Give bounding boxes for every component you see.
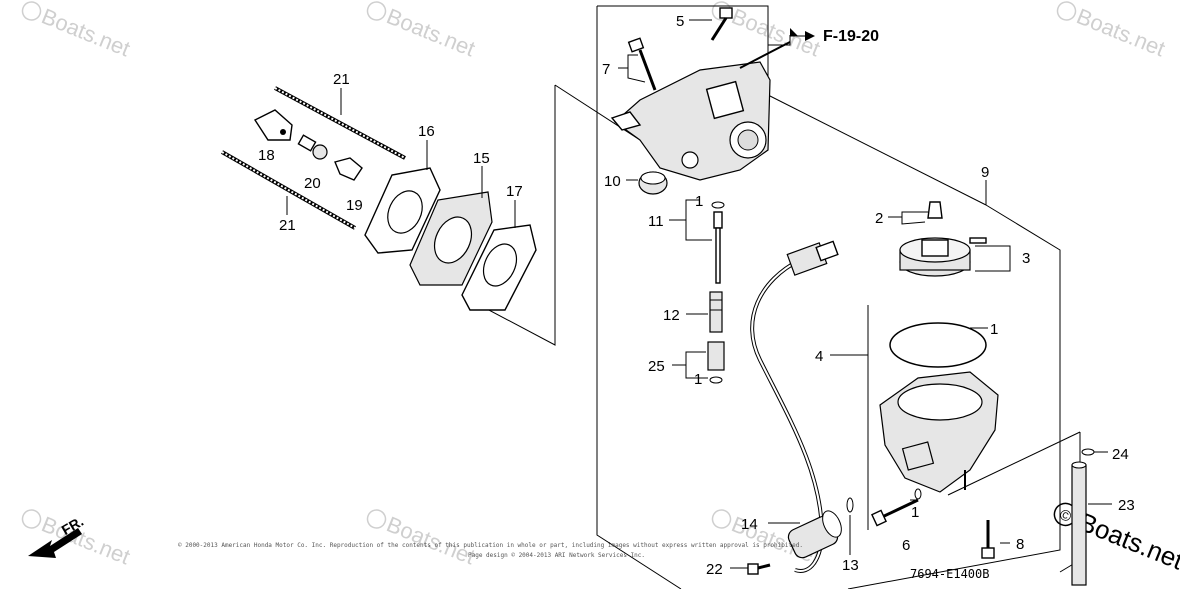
assembly-boundary	[469, 5, 1081, 589]
clip-part	[334, 157, 363, 181]
stud-bolt-upper	[274, 86, 406, 160]
watermark: Boats.net	[21, 1, 134, 61]
callout-1: 1	[694, 371, 702, 388]
callout-7: 7	[602, 61, 610, 78]
float-valve-part	[927, 201, 943, 219]
diagram-code: 7694-E1400B	[910, 567, 989, 581]
svg-text:Boats.net: Boats.net	[38, 3, 134, 61]
bracket-part	[253, 109, 293, 141]
drain-screw-part	[871, 488, 922, 527]
svg-text:Boats.net: Boats.net	[383, 3, 479, 61]
wire-harness	[750, 240, 839, 573]
svg-text:Boats.net: Boats.net	[1073, 3, 1169, 61]
svg-text:Boats.net: Boats.net	[1075, 506, 1180, 575]
svg-text:Boats.net: Boats.net	[383, 511, 479, 569]
callout-21: 21	[333, 71, 350, 88]
bolt-part	[981, 520, 995, 559]
carburetor-body	[610, 61, 771, 181]
callouts: 21 18 20 19 21 16 15 17 5 7 10 1 11 12 2…	[258, 13, 1135, 578]
callout-11: 11	[648, 213, 664, 230]
clip-part	[1081, 448, 1095, 456]
callout-1: 1	[911, 504, 919, 521]
callout-13: 13	[842, 557, 859, 574]
throttle-rod	[739, 41, 791, 69]
float-chamber-part	[879, 322, 999, 493]
callout-6: 6	[902, 537, 910, 554]
main-jet-part	[709, 291, 723, 333]
callout-16: 16	[418, 123, 435, 140]
jet-part	[707, 341, 725, 384]
callout-4: 4	[815, 348, 823, 365]
callout-25: 25	[648, 358, 665, 375]
solenoid-part	[787, 510, 842, 559]
callout-20: 20	[304, 175, 321, 192]
copyright-line: Page design © 2004-2013 ARI Network Serv…	[468, 552, 645, 559]
watermark: Boats.net	[366, 1, 479, 61]
svg-text:Boats.net: Boats.net	[38, 511, 134, 569]
bolt-part	[297, 134, 328, 160]
callout-24: 24	[1112, 446, 1129, 463]
gasket-part	[461, 224, 537, 311]
callout-18: 18	[258, 147, 275, 164]
copyright-line: © 2000-2013 American Honda Motor Co. Inc…	[178, 542, 803, 549]
screw-part	[710, 7, 733, 41]
callout-5: 5	[676, 13, 684, 30]
callout-10: 10	[604, 173, 621, 190]
screw-part	[747, 563, 771, 575]
callout-9: 9	[981, 164, 989, 181]
watermarks: Boats.net Boats.net Boats.net Boats.net …	[21, 1, 1169, 569]
needle-jet-part	[711, 201, 725, 284]
figure-reference[interactable]: F-19-20	[823, 28, 879, 45]
screw-part	[627, 37, 657, 91]
callout-23: 23	[1118, 497, 1135, 514]
watermark: Boats.net	[1056, 1, 1169, 61]
float-part	[899, 237, 987, 277]
cap-part	[638, 171, 668, 195]
callout-12: 12	[663, 307, 680, 324]
insulator-part	[409, 191, 493, 286]
callout-14: 14	[741, 516, 758, 533]
leader-lines	[286, 19, 1112, 569]
gasket-part	[364, 167, 441, 254]
drain-tube-part	[1071, 461, 1087, 586]
front-arrow-icon	[28, 528, 82, 558]
callout-2: 2	[875, 210, 883, 227]
callout-1: 1	[695, 193, 703, 210]
svg-text:Boats.net: Boats.net	[728, 3, 824, 61]
callout-22: 22	[706, 561, 723, 578]
callout-19: 19	[346, 197, 363, 214]
callout-15: 15	[473, 150, 490, 167]
watermark: Boats.net	[366, 509, 479, 569]
callout-3: 3	[1022, 250, 1030, 267]
stud-bolt-lower	[221, 150, 356, 230]
callout-21: 21	[279, 217, 296, 234]
watermark-large: © Boats.net	[1053, 502, 1180, 576]
callout-8: 8	[1016, 536, 1024, 553]
callout-1: 1	[990, 321, 998, 338]
callout-17: 17	[506, 183, 523, 200]
washer-part	[846, 497, 854, 513]
